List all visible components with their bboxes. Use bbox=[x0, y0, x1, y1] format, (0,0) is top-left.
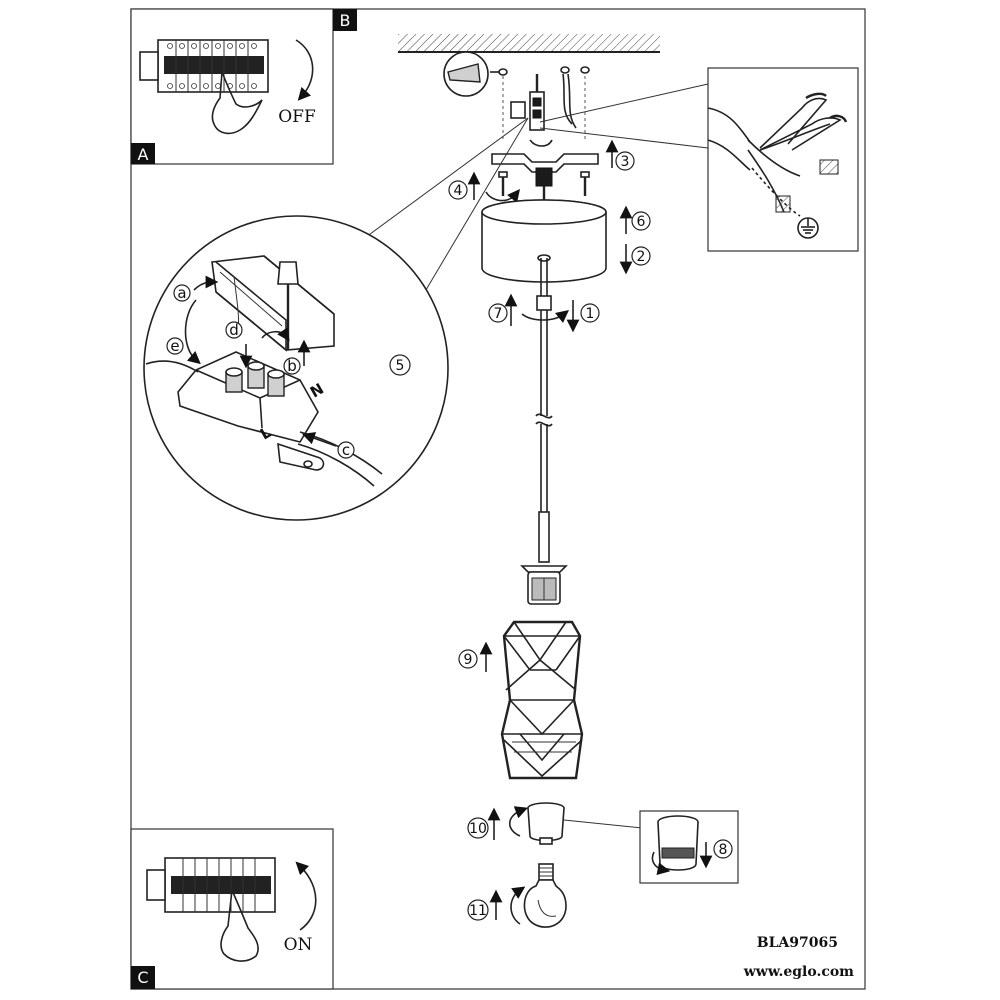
canopy bbox=[481, 186, 607, 283]
lamp-holder bbox=[520, 565, 568, 605]
hand-icon bbox=[220, 886, 259, 962]
step-11-rotate-arrow bbox=[510, 886, 526, 925]
step-8-marker: 8 bbox=[713, 839, 733, 859]
svg-text:7: 7 bbox=[494, 306, 503, 322]
step-1-marker: 1 bbox=[580, 303, 600, 323]
breaker-block-icon bbox=[146, 857, 276, 913]
panel-b-letter: B bbox=[340, 11, 351, 30]
mounting-bracket bbox=[491, 139, 599, 187]
rotate-down-arrow bbox=[295, 39, 314, 101]
step-10-marker: 10 bbox=[467, 817, 489, 839]
switch-on-label: ON bbox=[284, 935, 313, 955]
panel-c-letter: C bbox=[137, 968, 148, 987]
step-4-rotate-arrow bbox=[485, 189, 521, 203]
terminal-detail-circle: a d b e c N L bbox=[143, 215, 449, 521]
hand-icon bbox=[211, 71, 263, 135]
earth-ground-icon bbox=[797, 217, 819, 239]
svg-text:9: 9 bbox=[464, 652, 473, 668]
breaker-block-icon bbox=[139, 39, 269, 93]
panel-a-letter: A bbox=[138, 145, 149, 164]
detail-letter-c: c bbox=[342, 441, 350, 459]
rotate-up-arrow bbox=[295, 861, 317, 931]
wall-plug-icon bbox=[443, 51, 508, 97]
pliers-icon bbox=[759, 97, 842, 151]
panel-a-switch-off: A OFF bbox=[130, 8, 334, 165]
svg-text:5: 5 bbox=[396, 358, 405, 374]
detail-letter-a: a bbox=[177, 284, 186, 302]
svg-text:11: 11 bbox=[469, 903, 487, 919]
wire-strip-zoom-box bbox=[707, 67, 859, 252]
step-6-marker: 6 bbox=[631, 211, 651, 231]
shade-ring bbox=[527, 802, 565, 845]
svg-text:2: 2 bbox=[637, 249, 646, 265]
svg-text:4: 4 bbox=[454, 183, 463, 199]
panel-b-tab: B bbox=[333, 9, 357, 31]
step-11-marker: 11 bbox=[467, 899, 489, 921]
cable-grip-rotate-arrow bbox=[521, 310, 570, 323]
svg-text:10: 10 bbox=[469, 821, 487, 837]
screw-icon bbox=[580, 171, 590, 196]
supply-wires bbox=[562, 73, 577, 129]
detail-letter-e: e bbox=[170, 337, 179, 355]
screw-icon bbox=[498, 171, 508, 196]
step-2-marker: 2 bbox=[631, 246, 651, 266]
step-10-rotate-arrow bbox=[508, 806, 528, 837]
svg-text:3: 3 bbox=[621, 154, 630, 170]
detail-letter-b: b bbox=[287, 357, 297, 375]
terminal-block-icon bbox=[510, 74, 545, 131]
page-border bbox=[130, 8, 866, 990]
panel-c-switch-on: C ON bbox=[130, 828, 334, 990]
step-9-marker: 9 bbox=[458, 649, 478, 669]
ceiling-hole bbox=[560, 66, 570, 74]
svg-text:1: 1 bbox=[586, 306, 595, 322]
svg-text:8: 8 bbox=[719, 842, 728, 858]
ceiling-hole bbox=[580, 66, 590, 74]
ceiling bbox=[398, 34, 660, 53]
step-3-marker: 3 bbox=[615, 151, 635, 171]
detail-letter-d: d bbox=[229, 321, 239, 339]
step-7-marker: 7 bbox=[488, 303, 508, 323]
model-number: BLA97065 bbox=[757, 935, 838, 951]
suspension-cable bbox=[535, 254, 553, 563]
website-url: www.eglo.com bbox=[743, 964, 854, 980]
switch-off-label: OFF bbox=[278, 107, 316, 127]
step-4-marker: 4 bbox=[448, 180, 468, 200]
svg-text:6: 6 bbox=[637, 214, 646, 230]
cage-shade bbox=[500, 620, 584, 780]
step-5-marker: 5 bbox=[389, 354, 411, 376]
light-bulb bbox=[523, 863, 567, 928]
